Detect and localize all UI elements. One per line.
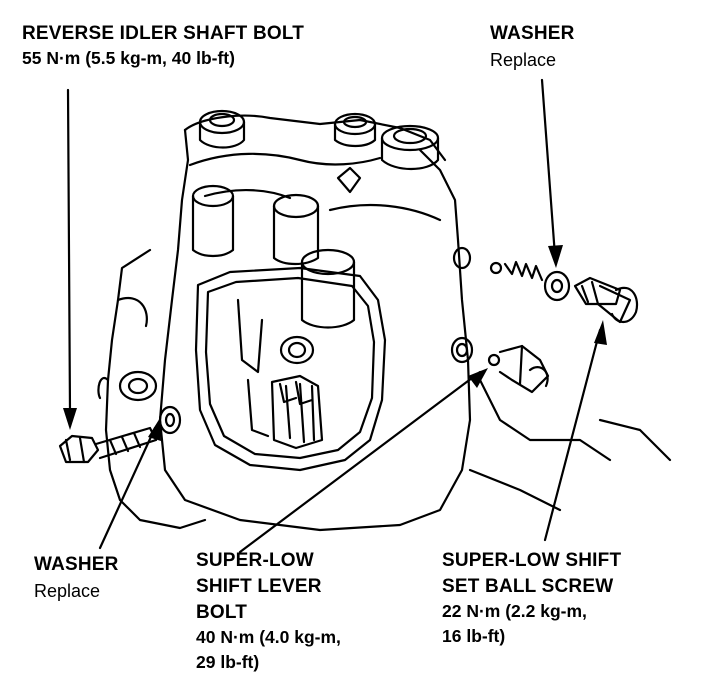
washer-bottom-label: WASHER [34, 554, 119, 575]
inner-hole [279, 335, 315, 365]
arrowhead-lever-bolt [468, 368, 488, 388]
super-low-shift-lever-bolt [487, 344, 550, 394]
tower-left [191, 184, 235, 208]
arrowhead-washer-bottom [148, 418, 161, 441]
super-low-ball-screw-torque1: 22 N·m (2.2 kg-m, [442, 601, 587, 621]
super-low-ball-screw-torque2: 16 lb-ft) [442, 626, 506, 646]
lower-housing-flange [104, 248, 207, 530]
upper-washer [543, 270, 571, 302]
inner-opening-frame [194, 266, 387, 472]
super-low-ball-screw-line1: SUPER-LOW SHIFT [442, 550, 622, 571]
super-low-lever-bolt-torque1: 40 N·m (4.0 kg-m, [196, 627, 341, 647]
super-low-lever-bolt-torque2: 29 lb-ft) [196, 652, 260, 672]
right-side-boss-lower [450, 336, 474, 364]
reverse-idler-shaft-bolt-label: REVERSE IDLER SHAFT BOLT [22, 23, 305, 44]
arrowhead-reverse-idler [63, 408, 77, 430]
set-ball-screw [573, 276, 639, 324]
super-low-ball-screw-line2: SET BALL SCREW [442, 576, 614, 597]
spring-and-ball [489, 260, 544, 282]
right-side-boss-upper [452, 246, 472, 270]
lower-washer [158, 405, 182, 435]
leader-arrows [66, 78, 602, 554]
super-low-lever-bolt-line2: SHIFT LEVER [196, 576, 322, 597]
super-low-lever-bolt-line3: BOLT [196, 602, 248, 623]
left-boss [118, 370, 158, 402]
arrowhead-washer-top [548, 245, 563, 268]
tower-middle [272, 193, 320, 219]
housing-top-outline [158, 128, 472, 532]
washer-bottom-note: Replace [34, 581, 101, 601]
shift-forks [270, 374, 324, 450]
washer-top-note: Replace [490, 50, 557, 70]
washer-top-label: WASHER [490, 23, 575, 44]
arrowhead-ball-screw [594, 320, 607, 345]
reverse-idler-torque-spec: 55 N·m (5.5 kg-m, 40 lb-ft) [22, 48, 235, 68]
super-low-lever-bolt-line1: SUPER-LOW [196, 550, 314, 571]
